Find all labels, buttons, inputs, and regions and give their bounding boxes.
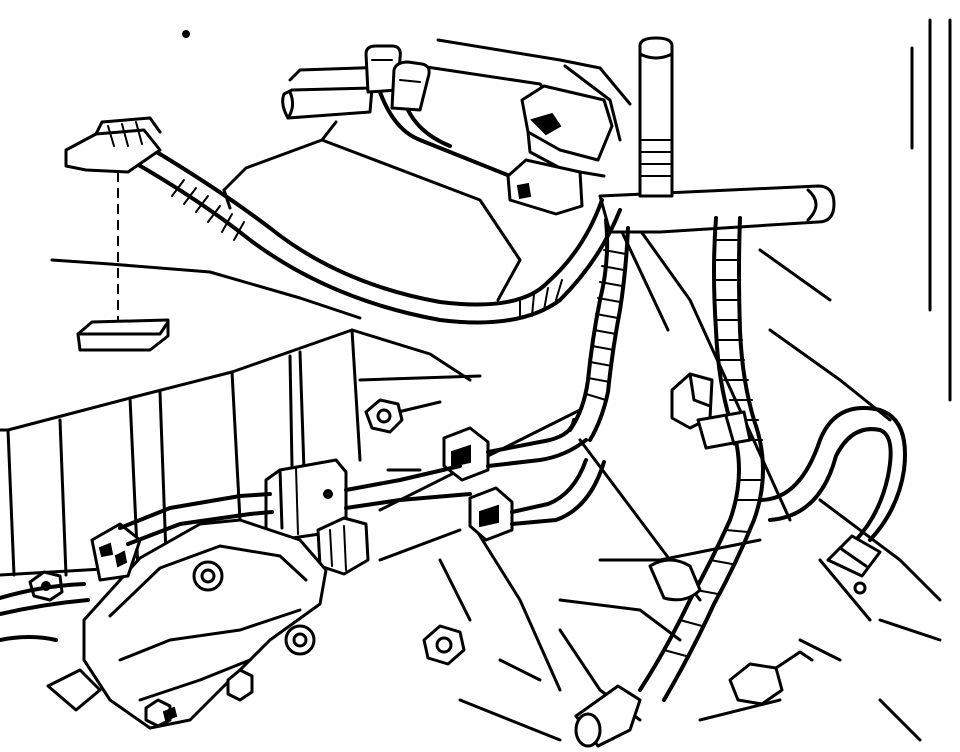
vertical-harness-trunk — [568, 218, 630, 442]
transmission-housing — [0, 328, 482, 577]
upper-engine-block — [50, 18, 952, 402]
bolt-lower-center — [422, 624, 466, 666]
upper-plug-connectors — [364, 44, 522, 182]
neutral-safety-switch — [0, 492, 328, 730]
lower-end-connector — [574, 558, 702, 748]
upper-hose — [281, 86, 374, 120]
stray-dot — [182, 30, 190, 38]
top-left-connector — [64, 116, 162, 320]
upper-wiring-harness — [128, 146, 622, 325]
frame-rails — [378, 228, 942, 742]
main-harness-connector — [264, 458, 472, 576]
harness-plug-right — [670, 372, 752, 450]
relay-block — [506, 84, 614, 216]
bolt-upper — [364, 398, 404, 434]
bolt-bottom-right — [728, 650, 814, 706]
dipstick-tube — [638, 36, 674, 198]
mounting-plate — [76, 318, 170, 352]
right-harness-branch — [638, 216, 765, 702]
loop-harness — [758, 406, 907, 595]
